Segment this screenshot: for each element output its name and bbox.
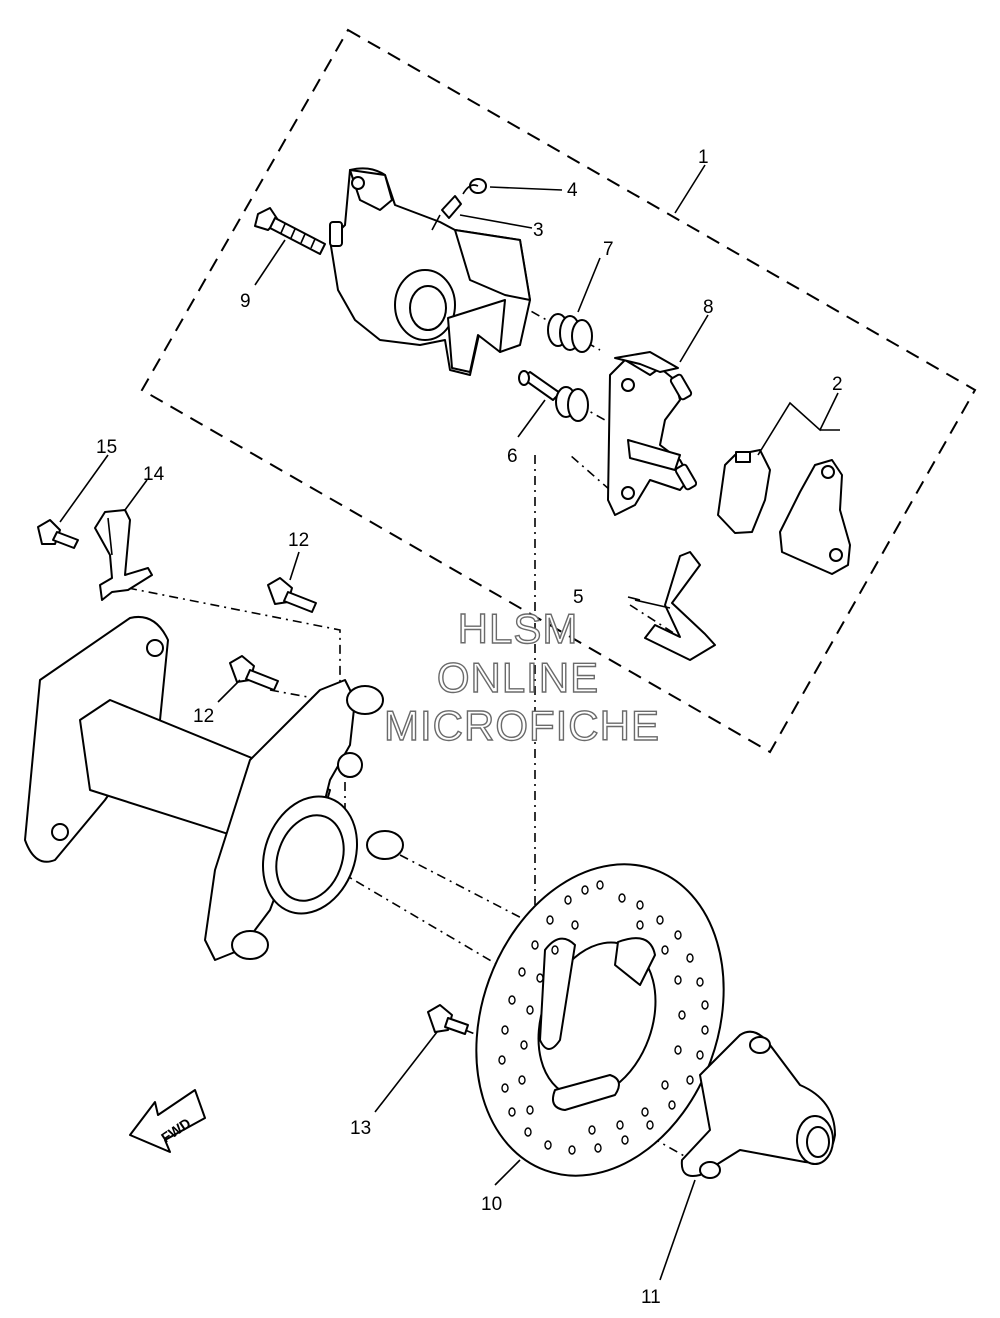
disc-vent-holes	[498, 880, 709, 1155]
axle-housing	[24, 616, 404, 961]
callout-6: 6	[507, 446, 518, 467]
callout-8: 8	[703, 297, 714, 318]
callout-labels: 1 2 3 4 5 6 7 8 9 10 11 12 12 13 14 15	[96, 147, 843, 1308]
caliper-bracket[interactable]	[607, 351, 698, 516]
callout-7: 7	[603, 239, 614, 260]
disc-bolt[interactable]	[427, 1004, 469, 1035]
brake-caliper-body[interactable]	[329, 167, 531, 376]
callout-2: 2	[832, 374, 843, 395]
callout-1: 1	[698, 147, 709, 168]
watermark-line-2: ONLINE	[437, 654, 599, 701]
bleed-screw[interactable]	[431, 195, 462, 231]
callout-4: 4	[567, 180, 578, 201]
wheel-hub[interactable]	[680, 1030, 836, 1179]
bracket-bolt-lower[interactable]	[229, 655, 279, 691]
callout-9: 9	[240, 291, 251, 312]
hose-guide[interactable]	[94, 509, 153, 601]
callout-13: 13	[350, 1118, 371, 1139]
caliper-bolt[interactable]	[254, 207, 326, 255]
callout-3: 3	[533, 220, 544, 241]
bracket-bolt-upper[interactable]	[267, 577, 317, 613]
caliper-assembly-boundary	[140, 28, 977, 754]
brake-pad-outer[interactable]	[779, 459, 851, 575]
bleed-screw-cap[interactable]	[462, 178, 487, 195]
callout-14: 14	[143, 464, 165, 485]
callout-15: 15	[96, 437, 117, 458]
forward-direction-arrow: FWD	[129, 1089, 206, 1153]
brake-disc[interactable]	[434, 829, 765, 1210]
pin-boot[interactable]	[547, 313, 593, 353]
watermark-line-1: HLSM	[458, 605, 579, 652]
hose-guide-bolt[interactable]	[37, 519, 79, 549]
watermark: HLSM ONLINE MICROFICHE	[383, 604, 660, 749]
callout-12-lower: 12	[193, 706, 214, 727]
pad-spring[interactable]	[634, 551, 716, 661]
callout-12-upper: 12	[288, 530, 309, 551]
callout-11: 11	[641, 1287, 661, 1308]
brake-pad-inner[interactable]	[717, 449, 771, 534]
leader-lines	[59, 164, 840, 1281]
callout-5: 5	[573, 587, 584, 608]
callout-10: 10	[481, 1194, 502, 1215]
watermark-line-3: MICROFICHE	[384, 702, 660, 749]
slide-pin[interactable]	[518, 370, 589, 422]
